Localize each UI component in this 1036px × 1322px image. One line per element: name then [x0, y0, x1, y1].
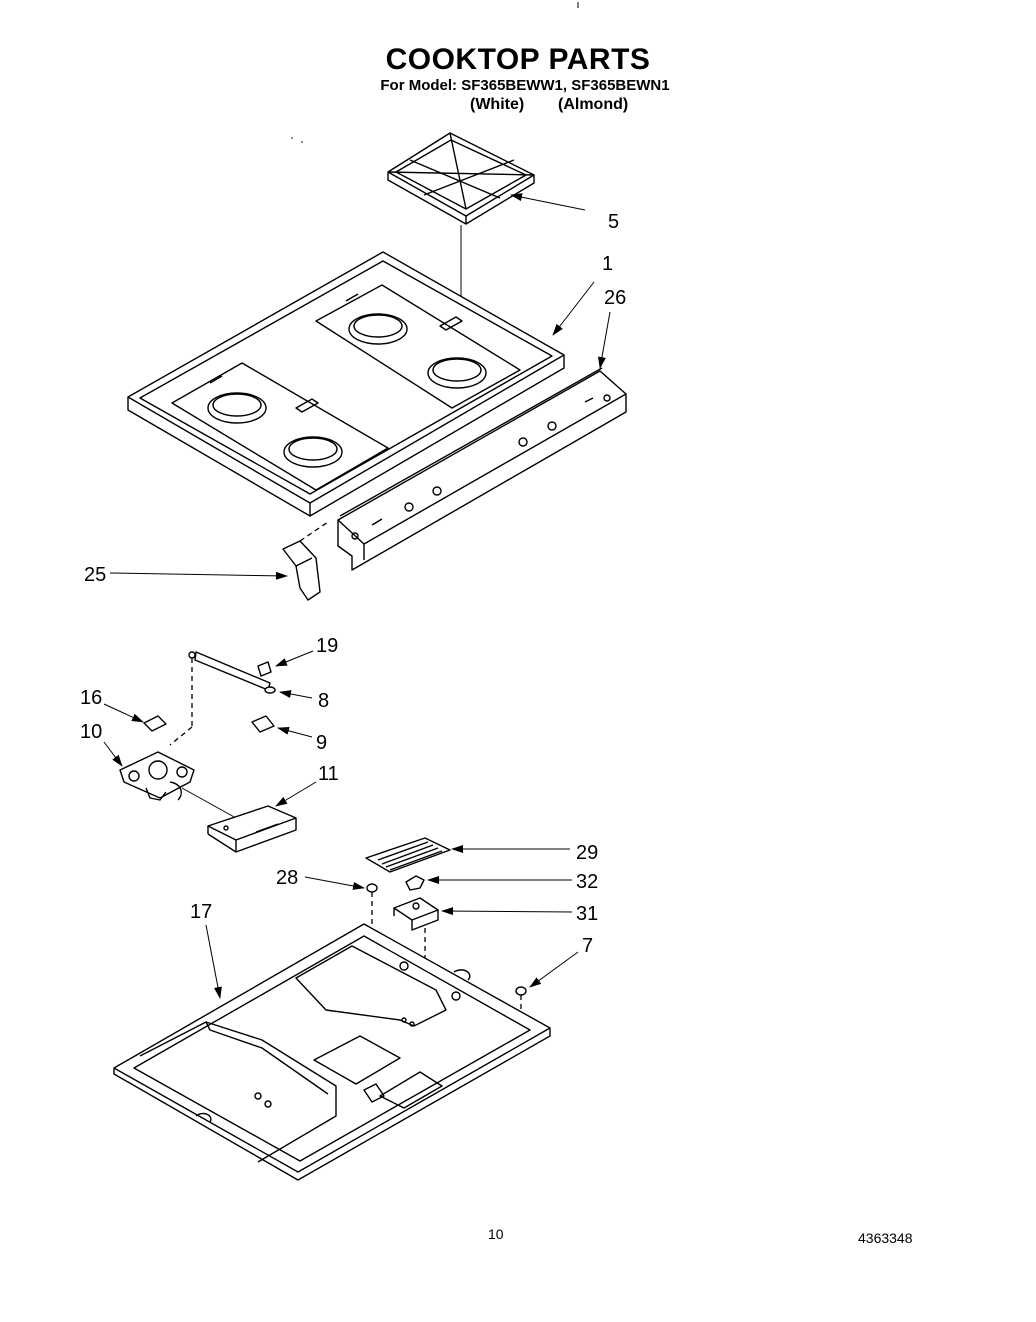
part-32-clip — [405, 875, 425, 891]
callout-1: 1 — [602, 253, 613, 275]
leader-17 — [205, 924, 222, 999]
leader-10 — [103, 741, 123, 767]
part-29-vent-grille — [365, 837, 451, 873]
callout-17: 17 — [190, 901, 212, 923]
part-7-screw — [515, 986, 527, 996]
part-10-valve — [119, 751, 195, 801]
callout-26: 26 — [604, 287, 626, 309]
part-5-grate — [387, 132, 535, 225]
callout-25: 25 — [84, 564, 106, 586]
callout-28: 28 — [276, 867, 298, 889]
callout-19: 19 — [316, 635, 338, 657]
document-number: 4363348 — [858, 1230, 913, 1246]
leader-19 — [275, 650, 314, 667]
leader-26 — [597, 311, 611, 369]
callout-10: 10 — [80, 721, 102, 743]
callout-32: 32 — [576, 871, 598, 893]
leader-31 — [441, 907, 573, 916]
part-28-screw — [366, 883, 378, 893]
leader-7 — [529, 951, 579, 988]
color-white-label: (White) — [470, 96, 525, 113]
part-17-burner-box — [113, 923, 551, 1181]
part-11-bracket — [207, 805, 297, 853]
part-26-control-strip — [337, 367, 627, 571]
part-9-bracket — [251, 715, 275, 733]
leader-8 — [279, 690, 313, 699]
part-16-clip — [143, 715, 167, 732]
valve-link-line — [181, 787, 237, 819]
model-line: For Model: SF365BEWW1, SF365BEWN1 — [380, 77, 670, 94]
part-1-cooktop — [127, 251, 565, 517]
ignitor-dashline-2 — [169, 726, 193, 746]
leader-5 — [510, 193, 586, 211]
part-8-screw — [264, 686, 276, 694]
leader-16 — [103, 703, 144, 723]
callout-7: 7 — [582, 935, 593, 957]
leader-1 — [552, 281, 595, 336]
leader-28 — [304, 876, 365, 890]
part-19-clip — [257, 661, 272, 677]
stray-dot — [291, 137, 293, 139]
leader-9 — [277, 726, 313, 738]
callout-31: 31 — [576, 903, 598, 925]
callout-29: 29 — [576, 842, 598, 864]
callout-9: 9 — [316, 732, 327, 754]
header: COOKTOP PARTS For Model: SF365BEWW1, SF3… — [0, 44, 1036, 96]
part-31-bracket — [393, 897, 439, 931]
callout-5: 5 — [608, 211, 619, 233]
stray-dot — [301, 141, 303, 143]
endcap-dashline — [299, 521, 329, 542]
callout-16: 16 — [80, 687, 102, 709]
part-25-end-cap — [282, 540, 321, 601]
part-ignitor-rod — [188, 651, 271, 691]
callout-11: 11 — [318, 763, 339, 785]
leader-11 — [275, 781, 317, 807]
page-title: COOKTOP PARTS — [385, 43, 651, 76]
page-number: 10 — [488, 1226, 504, 1242]
callout-8: 8 — [318, 690, 329, 712]
color-almond-label: (Almond) — [558, 96, 629, 113]
leader-25 — [109, 571, 288, 580]
